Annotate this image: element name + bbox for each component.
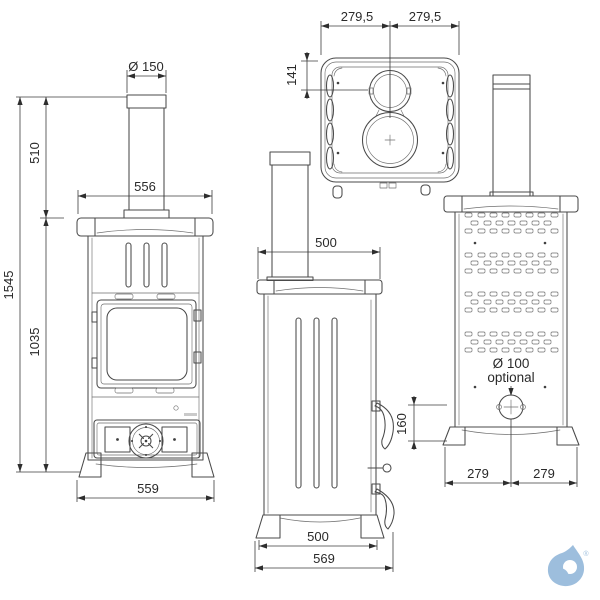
dim-flue-diameter: Ø 150: [128, 59, 163, 74]
air-control-knob: [128, 423, 164, 459]
front-chimney-pipe: [123, 94, 170, 219]
dim-chimney-height: 510: [27, 142, 42, 164]
side-front-foot: [360, 514, 385, 539]
dim-top-width: 556: [134, 179, 156, 194]
side-back-foot: [255, 514, 281, 539]
dim-base-width: 559: [137, 481, 159, 496]
door-hinge-lower: [91, 357, 98, 369]
optional-outlet-label: optional: [487, 370, 534, 385]
optional-outlet-diameter: Ø 100: [493, 356, 530, 371]
door-handle-upper: [371, 400, 394, 450]
ash-drawer-door: [93, 419, 201, 459]
back-screws: [473, 241, 547, 389]
brand-marking: [184, 413, 197, 416]
door-latch-lower: [193, 351, 202, 364]
top-rear-fittings: [332, 182, 431, 199]
side-top-plate: [256, 279, 383, 295]
front-base: [78, 452, 215, 478]
dim-body-height: 1035: [27, 328, 42, 357]
back-vent-grid: [464, 212, 559, 353]
side-body: [263, 293, 377, 516]
top-hotplate-ring: [361, 111, 419, 169]
side-chimney-pipe: [266, 151, 314, 282]
dim-rear-outlet-height: 160: [394, 413, 409, 435]
top-screws: [336, 81, 445, 155]
side-control-pin: [367, 463, 392, 473]
front-middle-band: [173, 405, 197, 416]
dimension-arrows: [17, 23, 577, 571]
dim-flue-center-offset: 141: [284, 64, 299, 86]
brand-logo: ®: [547, 545, 589, 587]
front-top-vent-slots: [125, 242, 168, 288]
side-base: [255, 514, 385, 539]
back-chimney-pipe: [489, 74, 534, 197]
side-vent-slots: [295, 317, 338, 489]
front-view: [76, 94, 215, 478]
front-top-plate: [76, 217, 214, 237]
registered-trademark: ®: [583, 550, 589, 558]
dim-total-height: 1545: [1, 271, 16, 300]
dim-back-half-width-right: 279: [533, 466, 555, 481]
dim-top-half-width-left: 279,5: [341, 9, 374, 24]
dim-top-depth: 500: [315, 235, 337, 250]
dimension-lines: [16, 21, 578, 572]
side-view: [255, 151, 395, 539]
back-left-foot: [442, 426, 466, 446]
dim-top-half-width-right: 279,5: [409, 9, 442, 24]
top-side-vents: [325, 74, 455, 170]
back-top-plate: [443, 195, 579, 213]
front-left-foot: [78, 452, 102, 478]
optional-flue-outlet: [496, 394, 526, 420]
front-body: [87, 235, 204, 461]
fire-door: [91, 293, 202, 394]
door-glass: [106, 307, 188, 381]
dim-base-depth: 500: [307, 529, 329, 544]
door-hinge-upper: [91, 311, 98, 323]
front-right-foot: [191, 452, 215, 478]
door-latch-upper: [193, 309, 202, 322]
back-right-foot: [556, 426, 580, 446]
dimension-annotations: Ø 150 510 1545 1035 556 559 500 500 569 …: [1, 9, 578, 572]
dim-total-depth: 569: [313, 551, 335, 566]
dim-back-half-width-left: 279: [467, 466, 489, 481]
door-handle-lower: [371, 483, 395, 530]
